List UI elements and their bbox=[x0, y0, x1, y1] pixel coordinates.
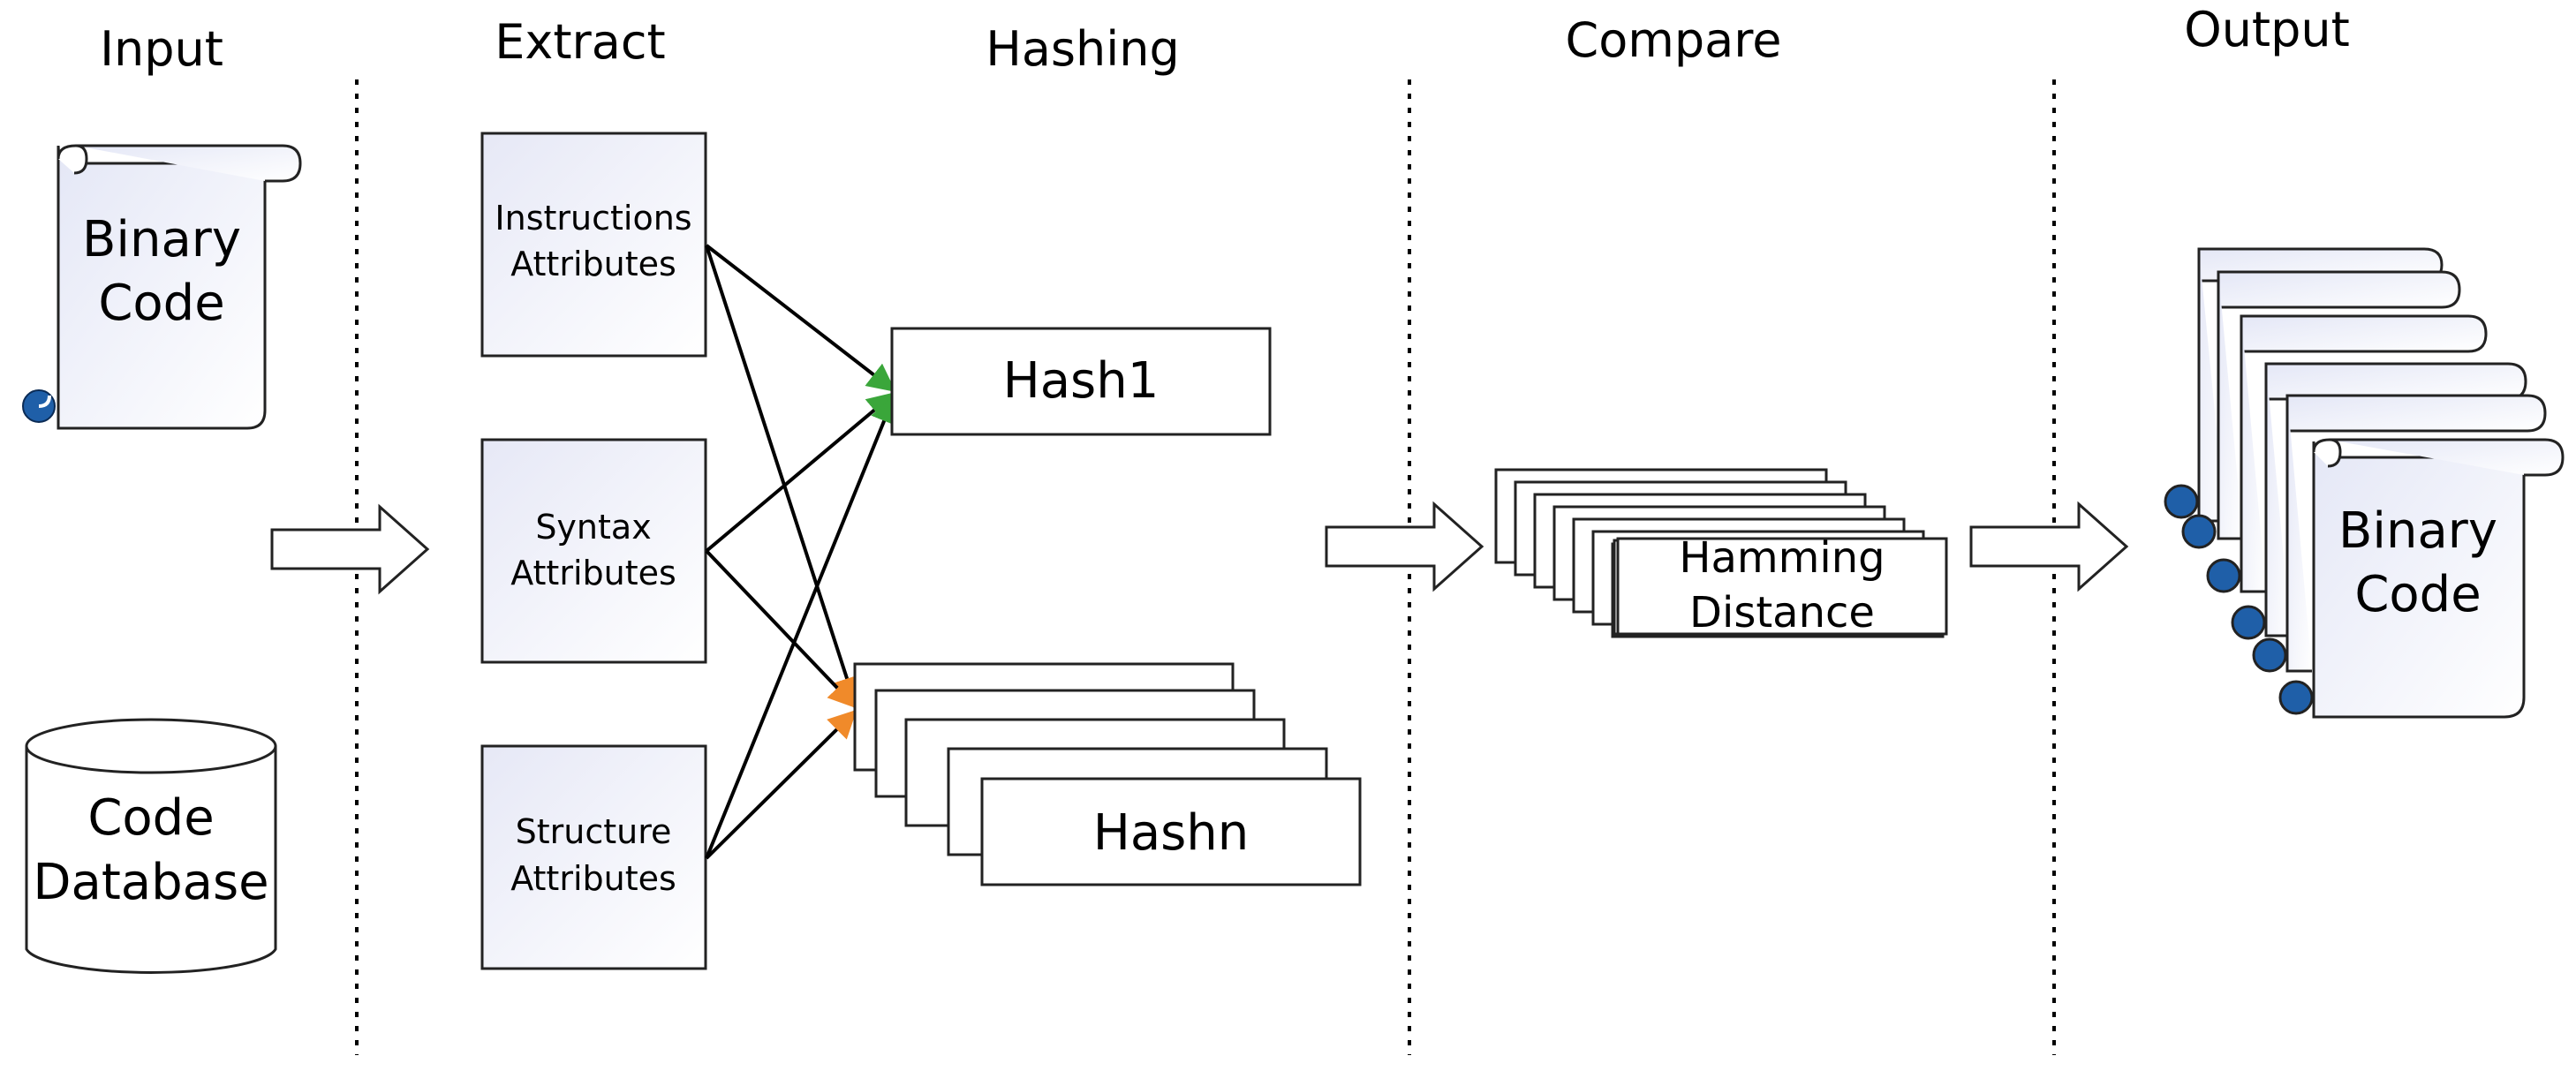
hashn-label: Hashn bbox=[1093, 804, 1250, 862]
instructions-attributes-box: Instructions Attributes bbox=[480, 132, 707, 358]
connector-syntax-hash1 bbox=[705, 391, 896, 553]
hamming-label-line1: Hamming bbox=[1679, 533, 1885, 583]
connector-syntax-hashn bbox=[705, 549, 857, 709]
connector-instructions-hashn bbox=[705, 245, 861, 706]
syntax-attributes-box: Syntax Attributes bbox=[480, 438, 707, 664]
hash1-label: Hash1 bbox=[1003, 352, 1160, 410]
flow-arrow-compare-output bbox=[1969, 501, 2129, 592]
output-binary-code-line1: Binary bbox=[2338, 502, 2497, 560]
output-scroll-stack: Binary Code bbox=[2164, 247, 2565, 719]
instructions-label-line2: Attributes bbox=[510, 245, 676, 283]
output-curl-icon bbox=[2206, 558, 2241, 593]
hashn-stack: Hashn bbox=[853, 662, 1362, 886]
binary-code-label-line2: Code bbox=[98, 275, 224, 332]
output-curl-icon bbox=[2181, 514, 2217, 549]
instructions-label-line1: Instructions bbox=[495, 199, 691, 238]
output-binary-code-line2: Code bbox=[2354, 566, 2481, 623]
stage-title-extract: Extract bbox=[495, 14, 665, 70]
binary-code-scroll: Binary Code bbox=[22, 144, 302, 430]
flow-arrow-input-extract bbox=[270, 503, 430, 595]
hash1-box: Hash1 bbox=[890, 327, 1272, 436]
syntax-label-line1: Syntax bbox=[535, 508, 651, 547]
hamming-distance-stack: Hamming Distance bbox=[1494, 468, 1948, 638]
binary-code-label-line1: Binary bbox=[82, 211, 241, 268]
connector-structure-hash1 bbox=[705, 395, 897, 859]
stage-title-hashing: Hashing bbox=[986, 21, 1180, 77]
output-curl-icon bbox=[2252, 637, 2287, 673]
syntax-label-line2: Attributes bbox=[510, 554, 676, 592]
output-curl-icon bbox=[2231, 605, 2266, 640]
code-database-label-line1: Code bbox=[87, 789, 214, 847]
flow-arrow-hashing-compare bbox=[1325, 501, 1484, 592]
stage-title-input: Input bbox=[100, 21, 223, 77]
connector-instructions-hash1 bbox=[705, 244, 896, 392]
flow-arrows bbox=[270, 501, 2129, 595]
stage-title-compare: Compare bbox=[1566, 12, 1782, 68]
structure-label-line1: Structure bbox=[516, 812, 672, 851]
hamming-label-line2: Distance bbox=[1689, 588, 1875, 637]
output-curl-icon bbox=[2164, 484, 2199, 519]
connector-structure-hashn bbox=[705, 709, 857, 860]
code-database-label-line2: Database bbox=[33, 854, 268, 911]
structure-label-line2: Attributes bbox=[510, 859, 676, 898]
attribute-hash-connectors bbox=[705, 244, 897, 860]
code-database-cylinder: Code Database bbox=[25, 718, 277, 974]
stage-title-output: Output bbox=[2184, 2, 2350, 57]
structure-attributes-box: Structure Attributes bbox=[480, 744, 707, 970]
output-curl-icon bbox=[2278, 680, 2314, 715]
